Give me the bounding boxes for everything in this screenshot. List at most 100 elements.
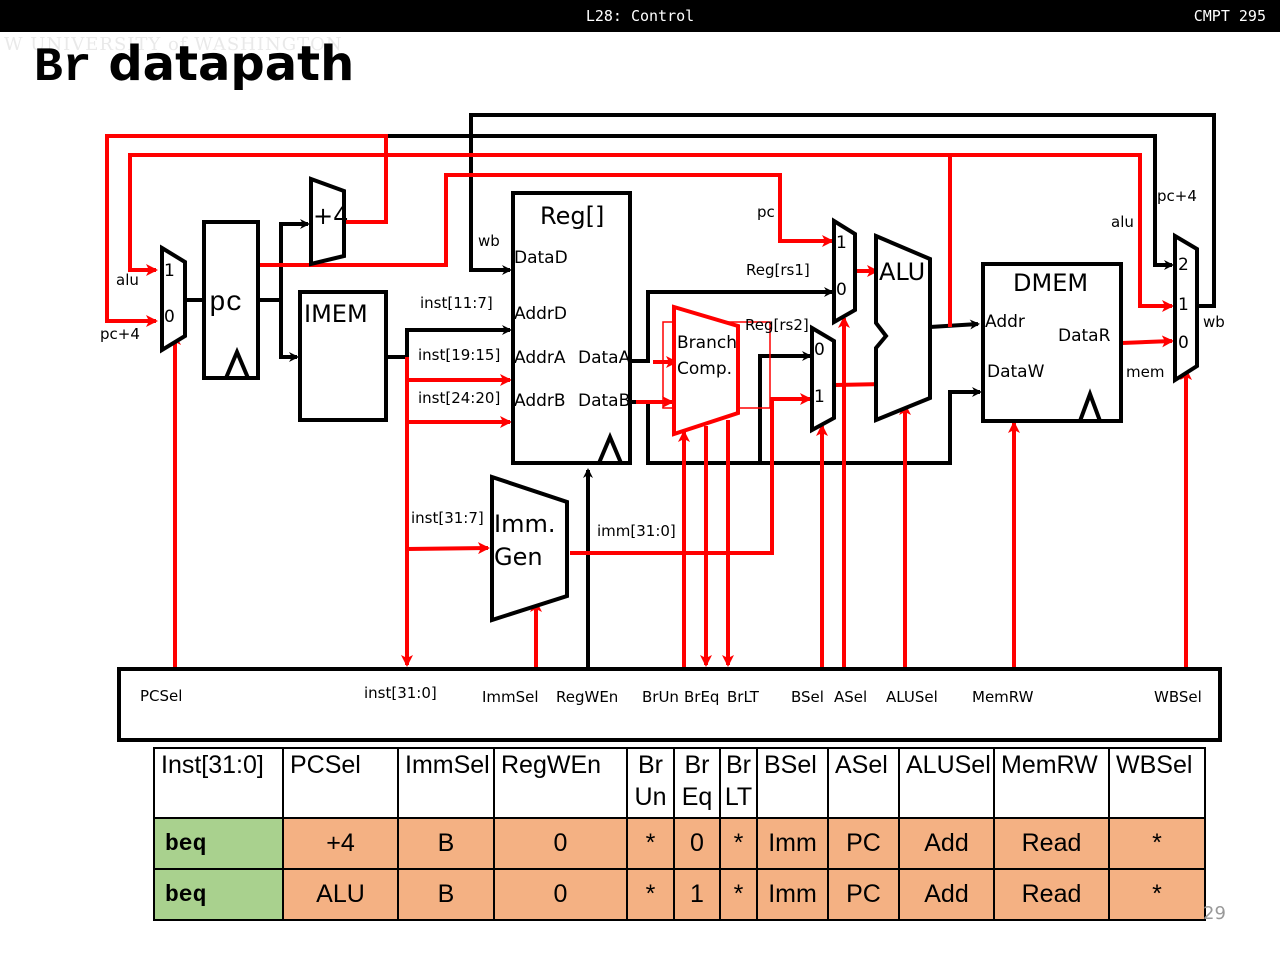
- label-inst-19-15: inst[19:15]: [418, 346, 500, 364]
- wire-pc4-to-wbsel: [386, 134, 1174, 270]
- cell-immsel: B: [397, 868, 495, 921]
- cell-breq: 1: [673, 868, 721, 921]
- cell-memrw: Read: [993, 817, 1110, 870]
- wire-inst-11-7: [386, 325, 512, 359]
- asel-mux: [832, 217, 857, 326]
- dmem-label: DMEM: [1013, 269, 1088, 297]
- wire-datar-to-wbsel: [1121, 335, 1174, 348]
- pc-clock-icon: [222, 346, 252, 380]
- wire-rs2-to-dmem: [760, 387, 982, 465]
- imm-gen-label-2: Gen: [494, 543, 543, 571]
- label-mem: mem: [1126, 363, 1164, 381]
- label-pc: pc: [757, 203, 775, 221]
- cell-asel: PC: [827, 817, 900, 870]
- cell-regwen: 0: [493, 817, 628, 870]
- label-reg-rs1: Reg[rs1]: [746, 261, 810, 279]
- wire-inst-31-7: [406, 542, 490, 555]
- label-reg-rs2: Reg[rs2]: [745, 316, 809, 334]
- register-file: [511, 191, 632, 465]
- wire-pc-to-imem: [279, 300, 299, 362]
- label-inst-31-7: inst[31:7]: [411, 509, 484, 527]
- port-addr: Addr: [985, 312, 1025, 332]
- signal-immsel: ImmSel: [482, 688, 539, 706]
- port-dataa: DataA: [578, 348, 631, 368]
- bsel-mux-input-0: 0: [814, 340, 825, 360]
- port-datar: DataR: [1058, 326, 1111, 346]
- dmem-block: [981, 262, 1123, 423]
- signal-breq: BrEq: [684, 688, 719, 706]
- header-asel: ASel: [827, 747, 900, 819]
- imm-gen-block: [490, 474, 569, 623]
- label-inst-11-7: inst[11:7]: [420, 294, 493, 312]
- cell-pcsel: ALU: [282, 868, 399, 921]
- header-wbsel: WBSel: [1108, 747, 1206, 819]
- cell-instruction: beq: [153, 817, 284, 870]
- wire-alu-to-pcmux: [128, 153, 952, 327]
- header-immsel: ImmSel: [397, 747, 495, 819]
- course-code: CMPT 295: [1193, 7, 1266, 25]
- port-addrb: AddrB: [514, 391, 566, 411]
- table-row: beq +4 B 0 * 0 * Imm PC Add Read *: [153, 817, 1206, 870]
- port-dataw: DataW: [987, 362, 1045, 382]
- wbsel-mux-input-1: 1: [1178, 295, 1189, 315]
- cell-breq: 0: [673, 817, 721, 870]
- cell-brun: *: [626, 868, 675, 921]
- wire-imm-to-bsel: [570, 393, 812, 555]
- label-alu-right: alu: [1111, 213, 1134, 231]
- cell-brun: *: [626, 817, 675, 870]
- port-datab: DataB: [578, 391, 630, 411]
- page-number: 29: [1203, 903, 1226, 924]
- control-signal-labels: PCSel inst[31:0] ImmSel RegWEn BrUn BrEq…: [140, 684, 1202, 706]
- cell-wbsel: *: [1108, 817, 1206, 870]
- label-pc4-right: pc+4: [1157, 187, 1197, 205]
- imem-block: [298, 290, 388, 422]
- label-inst-24-20: inst[24:20]: [418, 389, 500, 407]
- header-memrw: MemRW: [993, 747, 1110, 819]
- port-addrd: AddrD: [514, 304, 567, 324]
- wire-wb-feedback: [469, 113, 1216, 308]
- signal-inst: inst[31:0]: [364, 684, 437, 702]
- plus4-label: +4: [313, 202, 348, 230]
- wire-alu-to-dmem: [929, 319, 980, 330]
- label-wb-top: wb: [478, 232, 500, 250]
- pc-register: [202, 220, 260, 380]
- label-wb-right: wb: [1203, 313, 1225, 331]
- header-bsel: BSel: [756, 747, 829, 819]
- signal-regwen: RegWEn: [556, 688, 618, 706]
- wire-rs1-to-asel: [630, 287, 834, 363]
- cell-bsel: Imm: [756, 817, 829, 870]
- cell-alusel: Add: [898, 868, 995, 921]
- imem-label: IMEM: [304, 300, 368, 328]
- cell-brlt: *: [719, 817, 758, 870]
- cell-brlt: *: [719, 868, 758, 921]
- wire-pc-to-plus4: [258, 219, 310, 302]
- label-alu-left: alu: [116, 271, 139, 289]
- wire-plus4-out: [105, 134, 388, 327]
- pc-register-label: pc: [209, 288, 243, 319]
- asel-mux-input-0: 0: [836, 280, 847, 300]
- branch-comparator: [672, 304, 740, 437]
- header-regwen: RegWEn: [493, 747, 628, 819]
- university-watermark: W UNIVERSITY of WASHINGTON: [4, 34, 343, 55]
- branch-comp-label-1: Branch: [677, 333, 737, 353]
- signal-asel: ASel: [834, 688, 867, 706]
- header-pcsel: PCSel: [282, 747, 399, 819]
- port-datad: DataD: [514, 248, 568, 268]
- signal-wbsel: WBSel: [1154, 688, 1202, 706]
- cell-regwen: 0: [493, 868, 628, 921]
- wire-pc-to-asel: [260, 173, 834, 267]
- bsel-mux-input-1: 1: [814, 387, 825, 407]
- control-unit: [117, 667, 1222, 742]
- signal-brun: BrUn: [642, 688, 679, 706]
- signal-memrw: MemRW: [972, 688, 1034, 706]
- slide-title: Br datapath: [34, 34, 354, 98]
- signal-bsel: BSel: [791, 688, 824, 706]
- imm-gen-label-1: Imm.: [494, 510, 555, 538]
- cell-wbsel: *: [1108, 868, 1206, 921]
- cell-immsel: B: [397, 817, 495, 870]
